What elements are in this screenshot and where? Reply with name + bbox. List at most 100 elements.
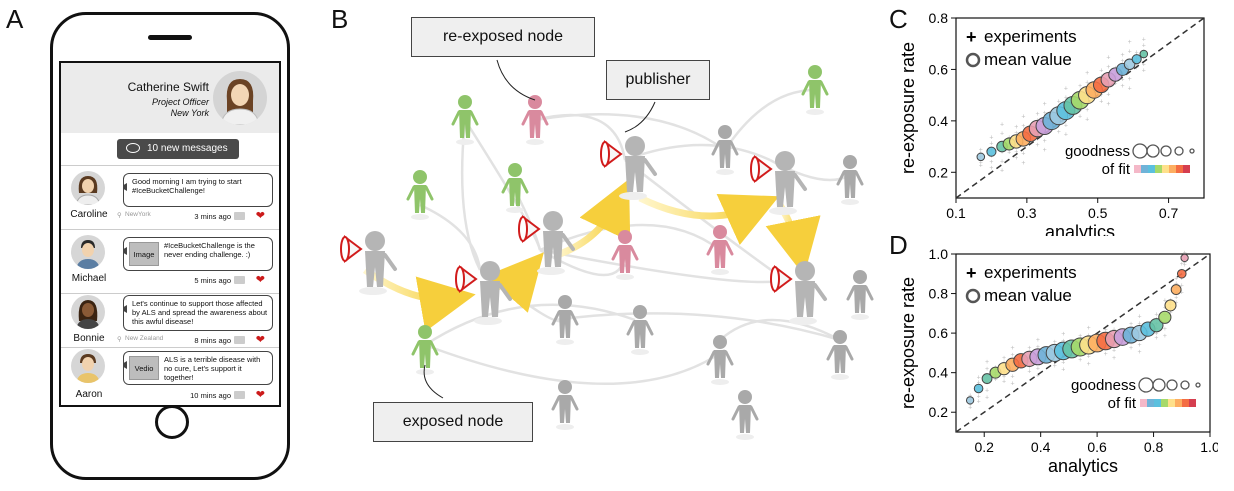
megaphone-icon — [340, 235, 363, 263]
experiment-mark: + — [1036, 366, 1040, 373]
message-item[interactable]: Michael Image #IceBucketChallenge is the… — [61, 231, 279, 291]
experiment-mark: + — [1010, 373, 1014, 380]
new-messages-button[interactable]: 10 new messages — [117, 139, 239, 159]
message-bubble: Good morning I am trying to start #IceBu… — [123, 173, 273, 207]
experiment-mark: + — [985, 387, 989, 394]
legend-experiments: experiments — [984, 27, 1077, 46]
reply-icon[interactable] — [234, 212, 245, 220]
home-button[interactable] — [155, 405, 189, 439]
color-legend-swatch — [1154, 399, 1161, 407]
experiment-mark: + — [1142, 61, 1146, 68]
experiment-mark: + — [1142, 43, 1146, 50]
experiment-mark: + — [1180, 275, 1184, 282]
color-legend-swatch — [1140, 399, 1147, 407]
phone-illustration: Catherine Swift Project Officer New York… — [50, 12, 290, 480]
reply-icon[interactable] — [234, 391, 245, 399]
experiment-mark: + — [1014, 124, 1018, 131]
experiment-mark: + — [1137, 349, 1141, 356]
plot-frame — [955, 253, 1211, 433]
color-legend-swatch — [1169, 165, 1176, 173]
experiment-mark: + — [1099, 67, 1103, 74]
panel-label-d: D — [889, 230, 908, 260]
message-item[interactable]: Caroline ⚲ NewYork Good morning I am try… — [61, 167, 279, 227]
x-tick-label: 0.6 — [1087, 439, 1107, 455]
experiment-mark: + — [994, 377, 998, 384]
avatar — [71, 235, 105, 269]
experiment-mark: + — [1112, 326, 1116, 333]
x-axis-label: analytics — [1048, 456, 1118, 476]
experiment-mark: + — [1106, 101, 1110, 108]
experiment-mark: + — [1014, 130, 1018, 137]
experiment-mark: + — [1036, 344, 1040, 351]
color-legend-swatch — [1182, 399, 1189, 407]
experiment-mark: + — [1057, 98, 1061, 105]
experiment-mark: + — [1129, 340, 1133, 347]
re-exposed-node — [521, 95, 549, 145]
experiment-mark: + — [1112, 348, 1116, 355]
experiment-mark: + — [1002, 379, 1006, 386]
experiment-mark: + — [1106, 92, 1110, 99]
heart-icon[interactable]: ❤ — [255, 210, 265, 222]
message-bubble: Vedio ALS is a terrible disease with no … — [123, 351, 273, 385]
legend-mean: mean value — [984, 286, 1072, 305]
experiment-mark: + — [1113, 80, 1117, 87]
experiment-mark: + — [1099, 98, 1103, 105]
experiment-mark: + — [1128, 85, 1132, 92]
experiment-mark: + — [989, 159, 993, 166]
color-legend-swatch — [1189, 399, 1196, 407]
heart-icon[interactable]: ❤ — [255, 389, 265, 401]
experiment-mark: + — [1099, 92, 1103, 99]
experiment-mark: + — [989, 165, 993, 172]
experiment-mark: + — [1183, 260, 1187, 267]
message-text: Good morning I am trying to start #IceBu… — [132, 177, 242, 195]
mean-value-point — [1139, 49, 1149, 59]
location-pin-icon: ⚲ — [117, 336, 122, 343]
re-exposed-node — [706, 225, 734, 275]
heart-icon[interactable]: ❤ — [255, 274, 265, 286]
reply-icon[interactable] — [234, 276, 245, 284]
experiment-mark: + — [1021, 123, 1025, 130]
message-username: Bonnie — [73, 333, 105, 344]
publisher-node — [340, 231, 397, 295]
y-tick-label: 0.4 — [929, 365, 949, 381]
x-tick-label: 0.2 — [974, 439, 994, 455]
node — [826, 330, 854, 380]
image-attachment[interactable]: Image — [129, 242, 159, 266]
publisher-node — [750, 151, 807, 215]
experiment-mark: + — [1014, 155, 1018, 162]
experiment-mark: + — [1078, 357, 1082, 364]
experiment-mark: + — [1014, 149, 1018, 156]
mean-value-point — [1149, 318, 1164, 333]
x-tick-label: 0.1 — [946, 205, 966, 221]
mean-value-point — [986, 146, 997, 157]
experiment-mark: + — [1087, 361, 1091, 368]
experiment-mark: + — [1027, 364, 1031, 371]
experiment-mark: + — [1000, 149, 1004, 156]
experiment-mark: + — [1142, 55, 1146, 62]
publisher-node — [455, 261, 512, 325]
experiment-mark: + — [1163, 333, 1167, 340]
experiment-mark: + — [1128, 76, 1132, 83]
video-attachment[interactable]: Vedio — [129, 356, 159, 380]
heart-icon[interactable]: ❤ — [255, 334, 265, 346]
exposed-node — [501, 163, 529, 213]
circle-icon — [965, 288, 981, 304]
exposed-node — [406, 170, 434, 220]
megaphone-icon — [750, 155, 773, 183]
reply-icon[interactable] — [234, 336, 245, 344]
mean-value-point — [1180, 253, 1189, 263]
y-tick-label: 0.8 — [929, 286, 949, 302]
node — [846, 270, 874, 320]
message-item[interactable]: Bonnie ⚲ New Zealand Let's continue to s… — [61, 285, 279, 346]
size-legend-circle — [1152, 378, 1166, 392]
experiment-mark: + — [1078, 83, 1082, 90]
new-messages-label: 10 new messages — [147, 143, 228, 154]
node — [626, 305, 654, 355]
experiment-mark: + — [1078, 114, 1082, 121]
experiment-mark: + — [1142, 67, 1146, 74]
experiment-mark: + — [1064, 132, 1068, 139]
experiment-mark: + — [1000, 131, 1004, 138]
message-item[interactable]: Aaron Vedio ALS is a terrible disease wi… — [61, 343, 279, 403]
experiment-mark: + — [1142, 37, 1146, 44]
